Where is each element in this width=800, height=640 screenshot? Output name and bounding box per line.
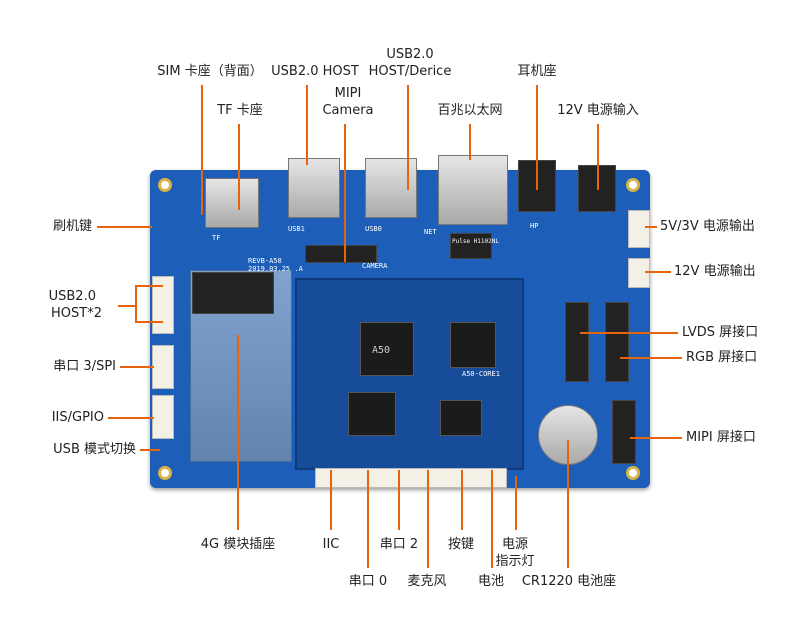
pwr-out-5v3v-header [628,210,650,248]
leader-line [97,226,152,228]
label-lvds: LVDS 屏接口 [682,325,759,340]
4g-socket-connector [192,272,274,314]
usb0-port [365,158,417,218]
camera-connector [305,245,377,263]
label-usb-host: USB2.0 HOST [271,64,359,79]
leader-line [491,470,493,568]
mount-hole [158,466,172,480]
label-mipi-cam-1: MIPI [334,86,362,101]
soc-chip [360,322,414,376]
leader-line [135,321,163,323]
leader-line [461,470,463,530]
leader-line [120,366,154,368]
iis-header [152,395,174,439]
leader-line [567,440,569,568]
leader-line [238,124,240,210]
leader-line [108,417,154,419]
memory-chip [348,392,396,436]
label-usb-otg-1: USB2.0 [386,47,434,62]
silk-net: NET [424,228,437,236]
label-ethernet: 百兆以太网 [437,103,503,118]
silk-board: REVB-A50 [248,257,282,265]
label-led-2: 指示灯 [495,554,535,569]
leader-line [645,271,671,273]
pulse-transformer [450,233,492,259]
leader-line [118,305,136,307]
label-flash-key: 刷机键 [52,219,92,234]
mount-hole [626,466,640,480]
label-led-1: 电源 [501,537,528,552]
silk-hp: HP [530,222,539,230]
uart3-header [152,345,174,389]
leader-line [645,226,657,228]
leader-line [344,124,346,262]
silk-date: 2019.03.25 .A [248,265,303,273]
label-battery: 电池 [477,574,504,589]
bottom-headers [315,468,507,488]
label-mipi-cam-2: Camera [322,103,374,118]
leader-line [630,437,682,439]
silk-tf: TF [212,234,221,242]
silk-usb0: USB0 [365,225,382,233]
silk-pulse: Pulse H1102NL [452,238,499,245]
leader-line [620,357,682,359]
label-tf: TF 卡座 [217,103,263,118]
leader-line [367,470,369,568]
leader-line [536,85,538,190]
silk-usb1: USB1 [288,225,305,233]
label-sim: SIM 卡座（背面） [157,64,263,79]
label-4g-module: 4G 模块插座 [200,537,276,552]
label-uart3: 串口 3/SPI [53,359,116,374]
leader-line [515,476,517,530]
label-mic: 麦克风 [407,574,447,589]
pmic-chip [450,322,496,368]
label-power-in: 12V 电源输入 [557,103,639,118]
label-pwr-out-12v: 12V 电源输出 [674,264,756,279]
label-headphone: 耳机座 [517,64,557,79]
leader-line [427,470,429,568]
usb1-port [288,158,340,218]
mount-hole [626,178,640,192]
silk-camera: CAMERA [362,262,388,270]
leader-line [469,124,471,160]
lvds-connector [565,302,589,382]
mount-hole [158,178,172,192]
leader-line [580,332,678,334]
label-usb-host2-2: HOST*2 [51,306,102,321]
label-key: 按键 [447,537,474,552]
leader-line [135,285,163,287]
label-cr1220: CR1220 电池座 [521,574,617,589]
silk-soc: A50 [372,345,391,356]
leader-line [135,285,137,323]
leader-line [306,85,308,165]
label-usb-mode: USB 模式切换 [53,442,136,457]
label-iic: IIC [322,537,340,552]
leader-line [597,124,599,190]
leader-line [407,85,409,190]
ethernet-jack [438,155,508,225]
label-uart2: 串口 2 [379,537,419,552]
pwr-out-12v-header [628,258,650,288]
rgb-connector [605,302,629,382]
label-pwr-out-5v3v: 5V/3V 电源输出 [660,219,755,234]
label-usb-host2-1: USB2.0 [48,289,96,304]
leader-line [237,335,239,530]
label-rgb: RGB 屏接口 [686,350,758,365]
mipi-lcd-connector [612,400,636,464]
silk-core: A50-CORE1 [462,370,500,378]
codec-chip [440,400,482,436]
label-iis: IIS/GPIO [51,410,104,425]
leader-line [201,85,203,215]
leader-line [330,470,332,530]
label-uart0: 串口 0 [348,574,388,589]
tf-card-slot [205,178,259,228]
label-usb-otg-2: HOST/Derice [368,64,452,79]
label-mipi-lcd: MIPI 屏接口 [686,430,756,445]
leader-line [398,470,400,530]
leader-line [140,449,160,451]
usb-host-headers [152,276,174,334]
